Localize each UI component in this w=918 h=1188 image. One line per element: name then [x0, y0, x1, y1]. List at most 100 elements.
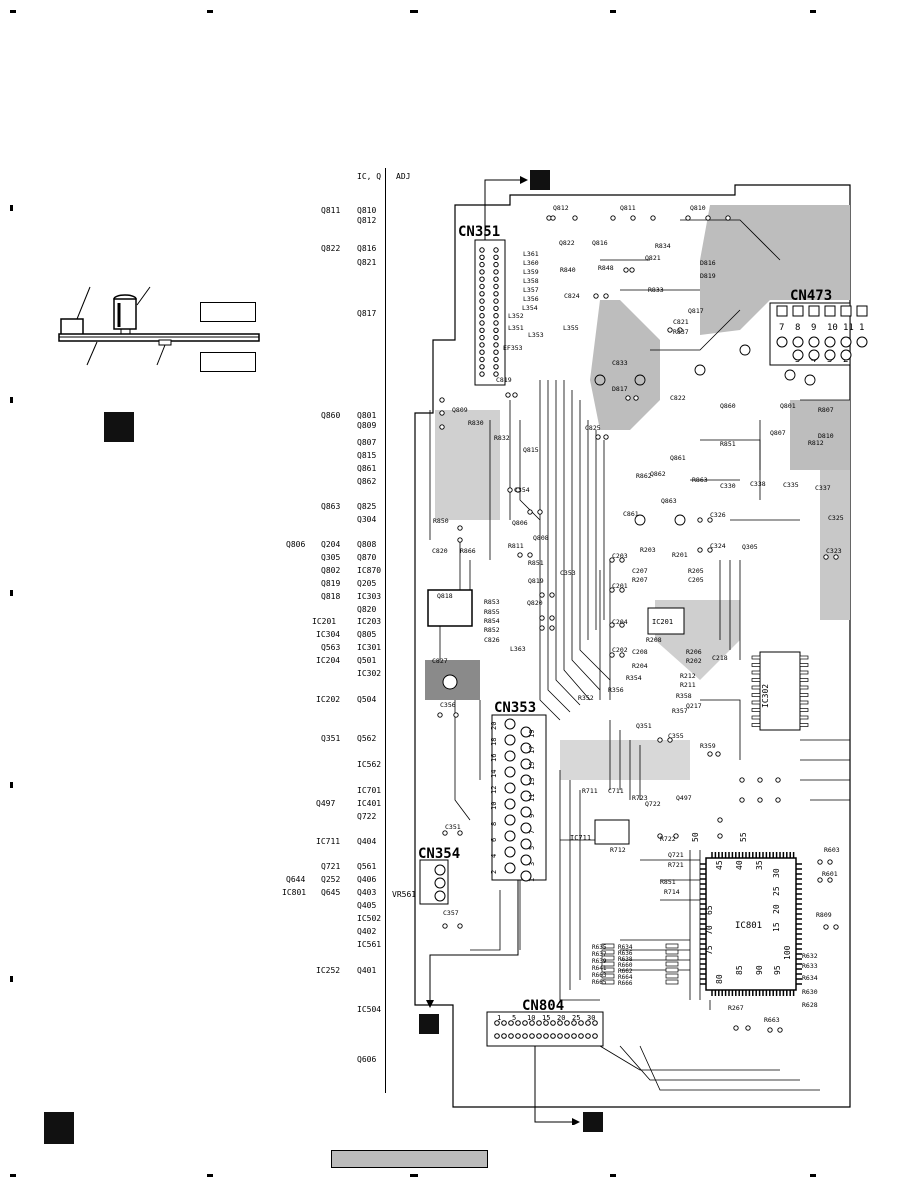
- board-ref-label: Q862: [650, 470, 666, 478]
- copper-pour: [590, 300, 660, 430]
- copper-pour: [560, 740, 690, 780]
- solder-pad: [572, 215, 578, 221]
- ic302-lead: [799, 655, 809, 660]
- resistor: [665, 967, 679, 973]
- board-ref-label: L360: [523, 259, 539, 267]
- ic-q-header: IC, Q: [357, 172, 382, 181]
- right-ref-label: Q825: [357, 502, 377, 511]
- cn804-pin: [522, 1033, 528, 1039]
- cn473-pin: [856, 305, 868, 317]
- cn351-pin: [479, 283, 485, 290]
- board-ref-label: Q351: [636, 722, 652, 730]
- solder-pad: [657, 833, 663, 839]
- copper-pour: [435, 410, 500, 520]
- right-ref-label: IC701: [357, 786, 382, 795]
- board-ref-label: C819: [496, 376, 512, 384]
- cn351-pin: [479, 327, 485, 333]
- right-ref-label: Q861: [357, 464, 377, 473]
- right-ref-label: Q402: [357, 927, 377, 936]
- frame-tick: [610, 10, 616, 13]
- solder-pad: [457, 525, 463, 531]
- solder-pad: [537, 509, 543, 515]
- cn804-pin-label: 30: [587, 1014, 595, 1022]
- solder-pad: [603, 434, 609, 440]
- pcb-trace: [700, 699, 741, 760]
- solder-pad: [827, 859, 833, 865]
- ic201-body: [647, 607, 685, 635]
- board-ref-label: R663: [764, 1016, 780, 1024]
- solder-pad: [595, 434, 601, 440]
- cn804-pin: [529, 1020, 535, 1026]
- board-ref-label: R205: [688, 567, 704, 575]
- pcb-trace: [619, 1045, 800, 1081]
- frame-tick: [10, 976, 13, 982]
- cn804-pin: [585, 1033, 591, 1039]
- resistor: [665, 955, 679, 961]
- cn804-pin: [501, 1020, 507, 1026]
- frame-tick: [10, 205, 13, 211]
- pcb-trace: [470, 890, 501, 951]
- board-ref-label: C325: [828, 514, 844, 522]
- cn473-pin: [856, 336, 868, 348]
- capacitor-outline: [594, 374, 606, 386]
- section-marker: [44, 1112, 74, 1144]
- board-ref-label: R862: [636, 472, 652, 480]
- cn473-pin: [776, 336, 788, 348]
- frame-tick: [410, 1174, 418, 1177]
- cn804-pin: [557, 1033, 563, 1039]
- capacitor-outline: [634, 374, 646, 386]
- board-ref-label: C354: [514, 486, 530, 494]
- cn353-pin-label: 10: [490, 802, 498, 810]
- resistor-bank-label: R666: [618, 980, 633, 987]
- board-ref-label: C356: [440, 701, 456, 709]
- copper-pour: [790, 400, 850, 470]
- cn473-pin: [824, 336, 836, 348]
- ic801-pin-label: 30: [772, 868, 781, 878]
- ic801-pin-label: 70: [705, 925, 714, 935]
- left-ref-label: IC711: [316, 837, 341, 846]
- right-ref-label: Q815: [357, 451, 377, 460]
- ic711-body: [594, 819, 630, 845]
- board-ref-label: R855: [484, 608, 500, 616]
- resistor: [601, 973, 615, 979]
- cn353-pin: [520, 726, 532, 738]
- solder-pad: [439, 424, 445, 430]
- right-ref-label: Q205: [357, 579, 377, 588]
- board-ref-label: R811: [508, 542, 524, 550]
- board-ref-label: L355: [563, 324, 579, 332]
- right-ref-label: Q817: [357, 309, 377, 318]
- cn353-pin: [520, 790, 532, 802]
- board-ref-label: C355: [668, 732, 684, 740]
- resistor: [601, 949, 615, 955]
- board-ref-label: R212: [680, 672, 696, 680]
- ic711-label: IC711: [570, 834, 591, 842]
- board-ref-label: R632: [802, 952, 818, 960]
- resistor: [601, 979, 615, 985]
- cn354-pins: [434, 864, 446, 902]
- ic302-leads: [751, 655, 809, 727]
- board-ref-label: L359: [523, 268, 539, 276]
- right-ref-label: Q504: [357, 695, 377, 704]
- board-ref-label: R634: [802, 974, 818, 982]
- cn804-pin: [529, 1033, 535, 1039]
- solder-pad: [757, 777, 763, 783]
- cn351-pin: [493, 327, 499, 333]
- board-ref-label: Q809: [452, 406, 468, 414]
- board-ref-label: C822: [670, 394, 686, 402]
- cn351-pin: [493, 371, 499, 377]
- right-ref-label: Q809: [357, 421, 377, 430]
- left-ref-label: Q645: [321, 888, 341, 897]
- cn473-pin-label: 9: [811, 323, 816, 333]
- cn351-pin: [479, 247, 485, 253]
- ic302-label: IC302: [761, 684, 770, 708]
- cn351-pin: [479, 254, 485, 260]
- cn351-pin: [493, 305, 499, 312]
- ic302-lead: [799, 715, 809, 720]
- cn804-pin: [494, 1020, 500, 1026]
- resistor: [665, 949, 679, 955]
- left-ref-label: Q644: [286, 875, 306, 884]
- board-ref-label: R723: [632, 794, 648, 802]
- frame-tick: [10, 782, 13, 788]
- board-ref-label: C324: [710, 542, 726, 550]
- left-ref-label: Q721: [321, 862, 341, 871]
